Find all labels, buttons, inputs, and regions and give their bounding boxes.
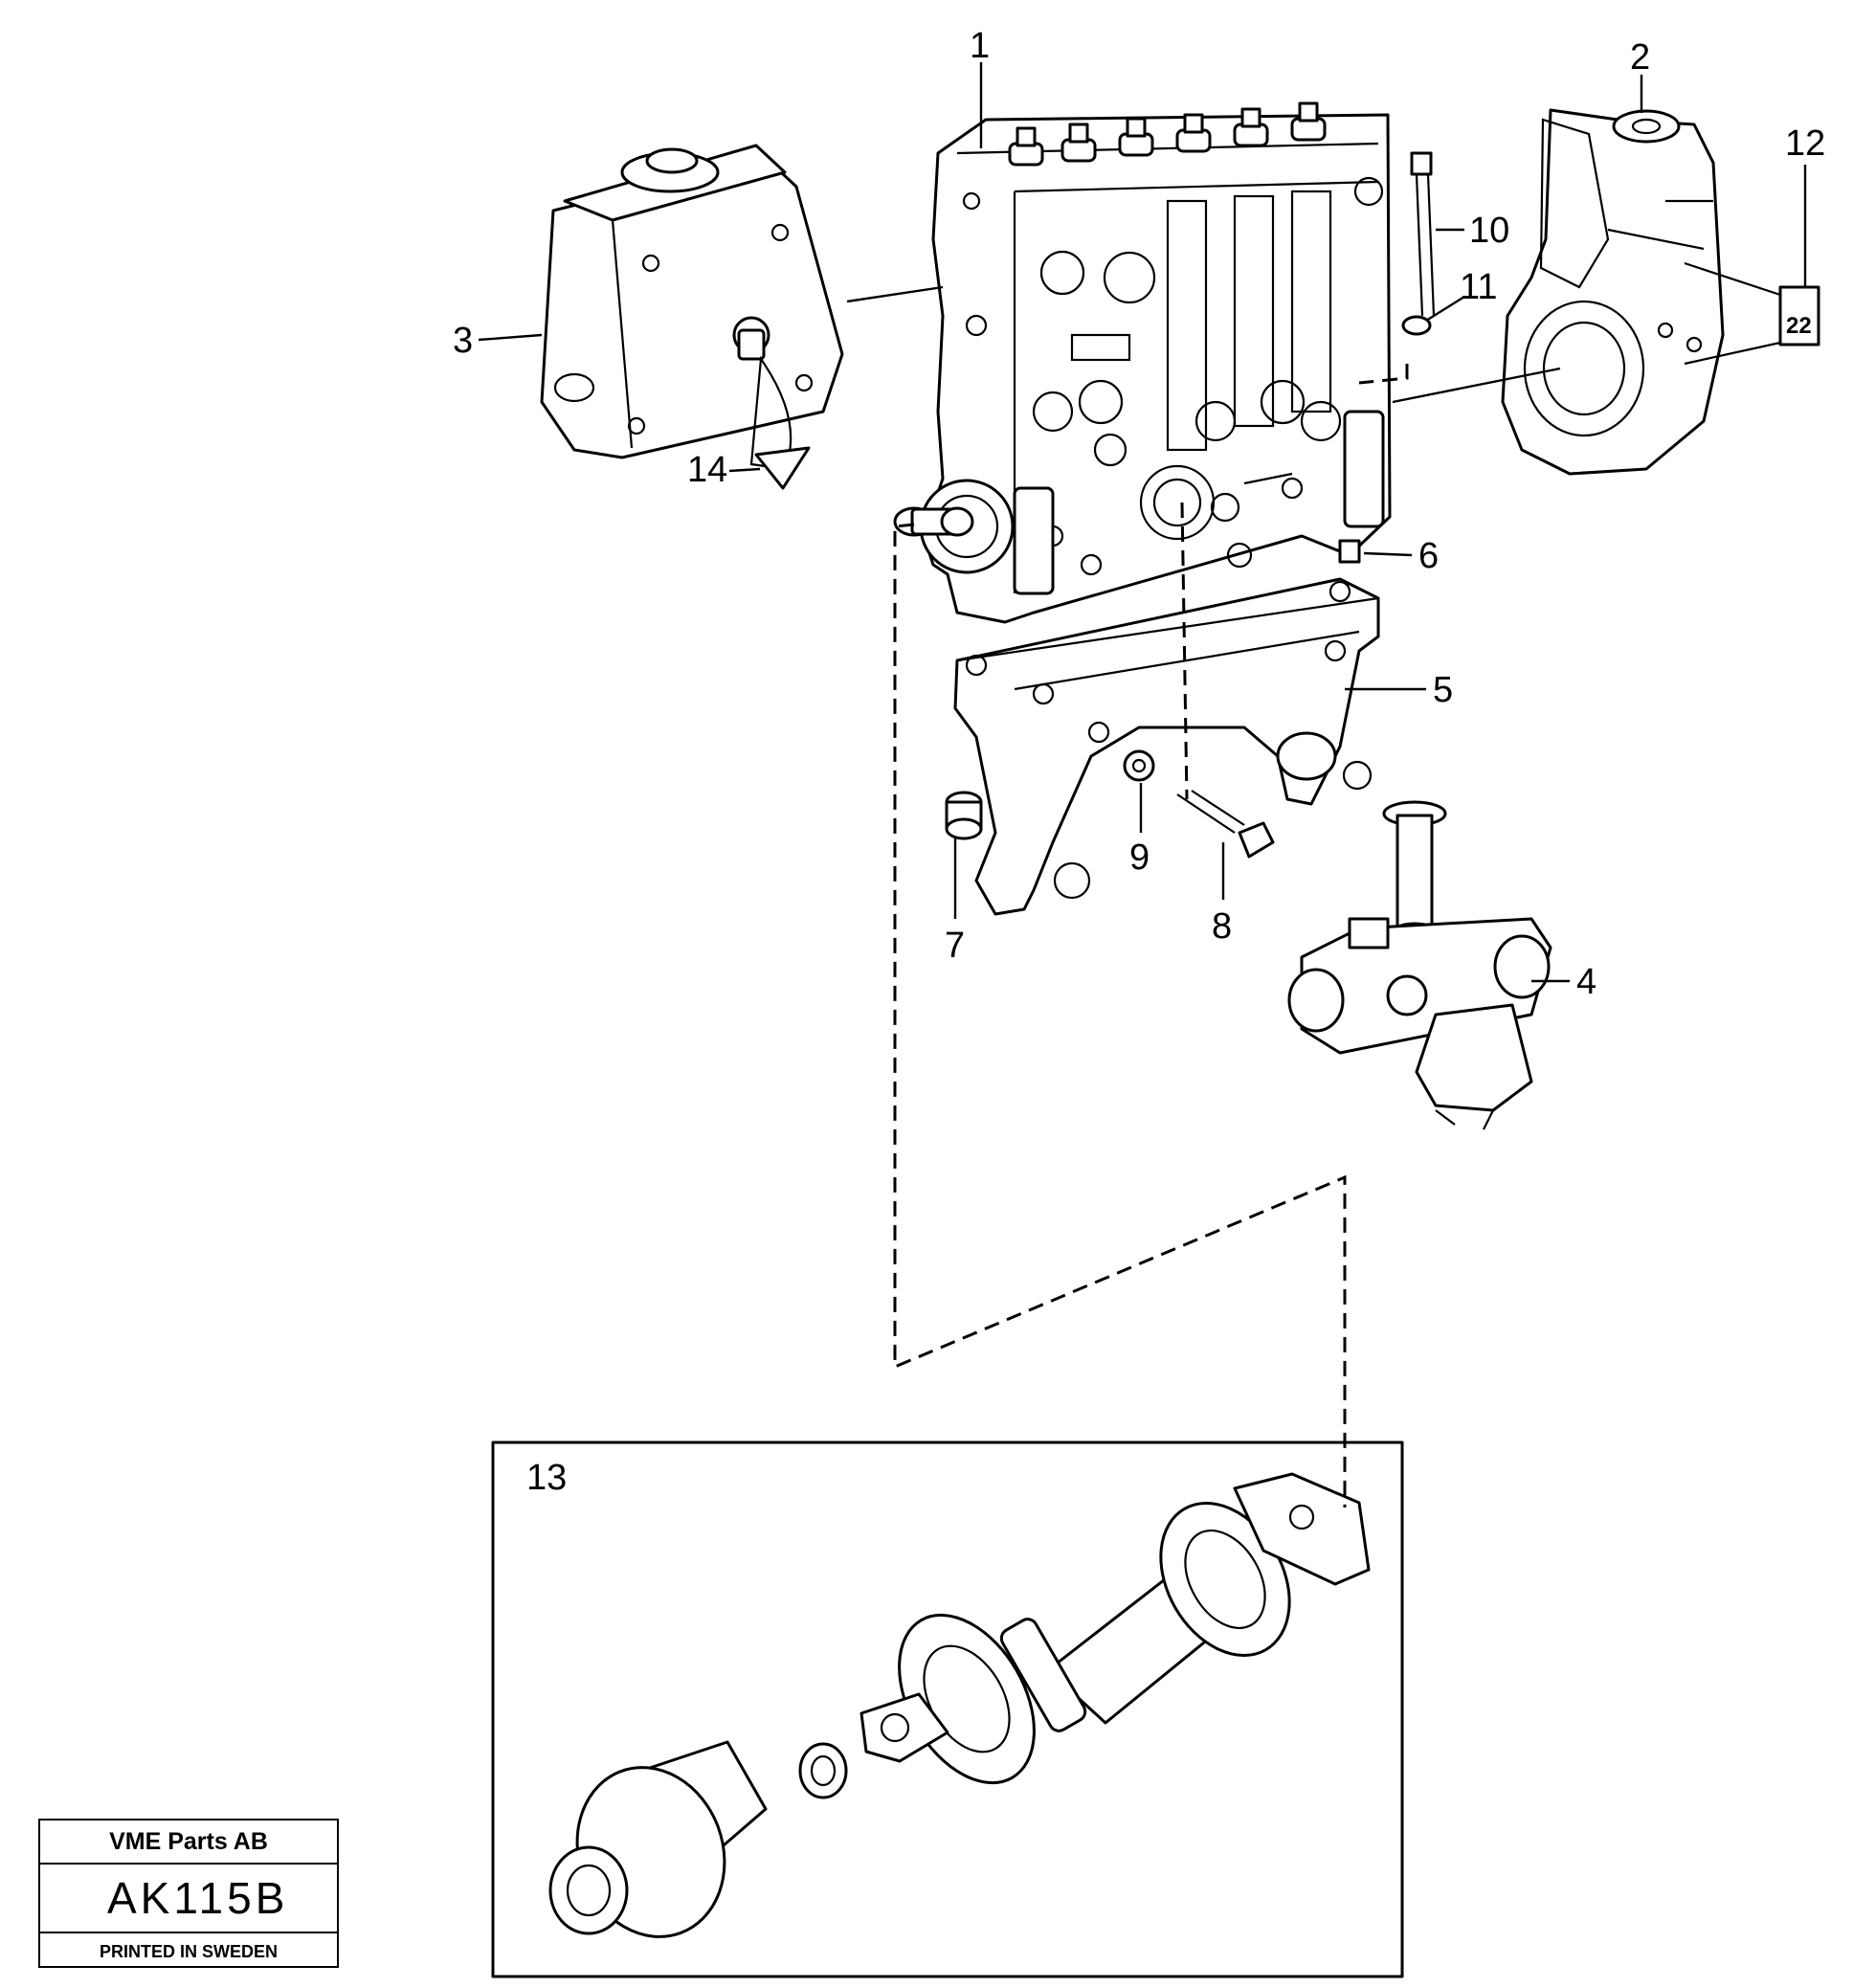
company-name: VME Parts AB <box>40 1820 337 1865</box>
part-7-spacer <box>945 791 983 840</box>
callout-14: 14 <box>687 450 727 490</box>
tag-label: 22 <box>1786 313 1812 339</box>
callout-12: 12 <box>1785 123 1825 164</box>
drawing-code: AK115B <box>40 1865 337 1933</box>
link-dashed-center <box>1180 502 1189 800</box>
identification-tag: 22 <box>1684 261 1820 366</box>
injection-pump-body <box>893 101 1392 624</box>
callout-2: 2 <box>1630 37 1650 78</box>
link-dashed-left <box>893 523 1347 1508</box>
part-6-nut <box>1338 539 1361 564</box>
pump-cover <box>540 144 844 471</box>
part-8-bolt <box>1176 790 1275 859</box>
part-13-frame <box>491 1441 1404 1978</box>
part-9-washer <box>1123 749 1155 782</box>
mounting-bracket <box>953 577 1380 916</box>
printed-note: PRINTED IN SWEDEN <box>99 1942 278 1961</box>
part-11-washer <box>1401 315 1432 336</box>
leader-lines <box>478 62 1807 983</box>
callout-13: 13 <box>526 1458 567 1498</box>
link-dashed-right <box>1358 364 1409 385</box>
callout-11: 11 <box>1460 267 1497 307</box>
callout-8: 8 <box>1212 906 1232 947</box>
delivery-valves <box>1008 101 1327 167</box>
coupling-shaft-assembly <box>548 1472 1371 1938</box>
callout-7: 7 <box>945 926 965 966</box>
feed-pump <box>1287 800 1552 1130</box>
governor-housing <box>1501 108 1725 476</box>
part-14-clip <box>754 446 811 490</box>
callout-3: 3 <box>453 321 473 361</box>
callout-1: 1 <box>970 26 990 66</box>
callout-10: 10 <box>1469 211 1509 251</box>
callout-9: 9 <box>1129 838 1150 878</box>
callout-6: 6 <box>1418 536 1439 576</box>
callout-5: 5 <box>1433 670 1453 710</box>
part-10-screw <box>1410 151 1436 317</box>
callout-4: 4 <box>1576 962 1596 1002</box>
title-block: VME Parts AB AK115B PRINTED IN SWEDEN <box>38 1819 339 1968</box>
